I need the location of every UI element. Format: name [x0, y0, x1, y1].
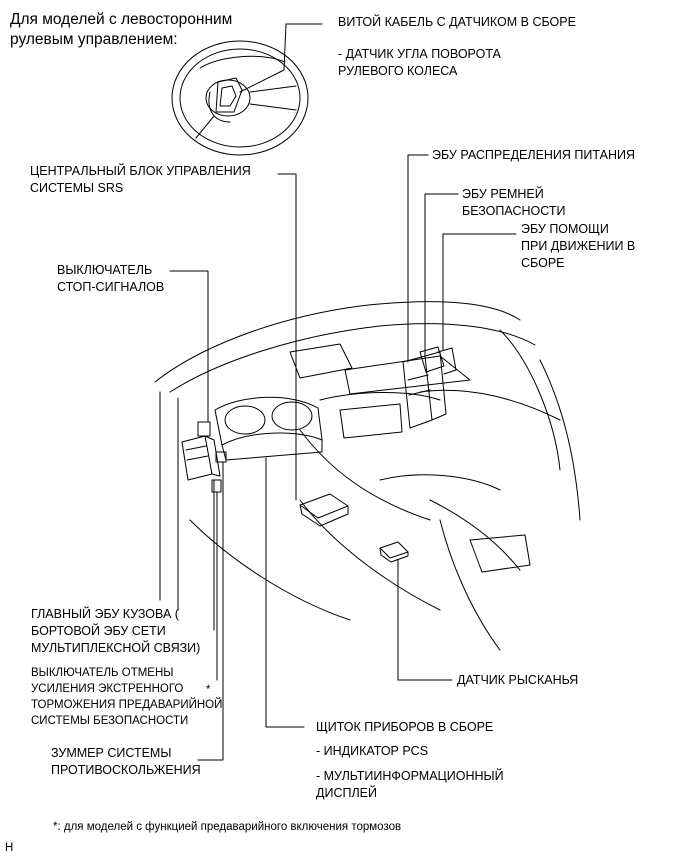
header-line-2: рулевым управлением: [10, 31, 178, 48]
label-multi-information-display: - МУЛЬТИИНФОРМАЦИОННЫЙ ДИСПЛЕЙ [316, 768, 504, 802]
label-spiral-cable: ВИТОЙ КАБЕЛЬ С ДАТЧИКОМ В СБОРЕ [338, 14, 576, 31]
label-srs-center-unit: ЦЕНТРАЛЬНЫЙ БЛОК УПРАВЛЕНИЯ СИСТЕМЫ SRS [30, 163, 251, 197]
label-yaw-sensor: ДАТЧИК РЫСКАНЬЯ [457, 672, 578, 689]
label-steering-angle-sensor: - ДАТЧИК УГЛА ПОВОРОТА РУЛЕВОГО КОЛЕСА [338, 46, 501, 80]
label-combination-meter: ЩИТОК ПРИБОРОВ В СБОРЕ [316, 719, 493, 736]
brake-cancel-switch-asterisk: * [206, 684, 211, 696]
seatbelt-ecu-line-1: ЭБУ РЕМНЕЙ [462, 187, 544, 201]
brake-cancel-switch-line-4: СИСТЕМЫ БЕЗОПАСНОСТИ [31, 715, 189, 727]
main-body-ecu-drawing [181, 435, 221, 481]
stop-light-switch-line-1: ВЫКЛЮЧАТЕЛЬ [57, 263, 153, 277]
brake-cancel-switch-line-2: УСИЛЕНИЯ ЭКСТРЕННОГО [31, 683, 184, 695]
label-skid-control-buzzer: ЗУММЕР СИСТЕМЫ ПРОТИВОСКОЛЬЖЕНИЯ [51, 745, 201, 779]
skid-buzzer-line-1: ЗУММЕР СИСТЕМЫ [51, 746, 172, 760]
label-seatbelt-ecu: ЭБУ РЕМНЕЙ БЕЗОПАСНОСТИ [462, 186, 565, 220]
footnote: *: для моделей с функцией предаварийного… [53, 821, 402, 833]
steering-angle-sensor-line-1: - ДАТЧИК УГЛА ПОВОРОТА [338, 47, 501, 61]
multi-info-display-line-2: ДИСПЛЕЙ [316, 786, 377, 800]
seatbelt-ecu-line-2: БЕЗОПАСНОСТИ [462, 204, 566, 218]
combination-meter-title: ЩИТОК ПРИБОРОВ В СБОРЕ [316, 720, 494, 734]
spiral-cable-title: ВИТОЙ КАБЕЛЬ С ДАТЧИКОМ В СБОРЕ [338, 15, 576, 29]
skid-buzzer-drawing [215, 451, 227, 463]
power-distribution-ecu-text: ЭБУ РАСПРЕДЕЛЕНИЯ ПИТАНИЯ [432, 148, 635, 162]
label-pcs-indicator: - ИНДИКАТОР PCS [316, 743, 428, 760]
srs-center-line-2: СИСТЕМЫ SRS [30, 181, 124, 195]
yaw-sensor-drawing [379, 541, 409, 563]
leader-lines [169, 23, 517, 761]
yaw-sensor-text: ДАТЧИК РЫСКАНЬЯ [457, 673, 579, 687]
driving-assist-ecu-line-1: ЭБУ ПОМОЩИ [521, 222, 609, 236]
combination-meter-drawing [214, 396, 323, 461]
brake-cancel-switch-line-1: ВЫКЛЮЧАТЕЛЬ ОТМЕНЫ [31, 667, 174, 679]
steering-angle-sensor-line-2: РУЛЕВОГО КОЛЕСА [338, 64, 458, 78]
stop-light-switch-drawing [197, 421, 211, 437]
srs-center-line-1: ЦЕНТРАЛЬНЫЙ БЛОК УПРАВЛЕНИЯ [30, 164, 251, 178]
label-main-body-ecu: ГЛАВНЫЙ ЭБУ КУЗОВА ( БОРТОВОЙ ЭБУ СЕТИ М… [31, 606, 200, 657]
main-body-ecu-line-2: БОРТОВОЙ ЭБУ СЕТИ [31, 624, 166, 638]
pcs-indicator-text: - ИНДИКАТОР PCS [316, 744, 429, 758]
ecu-stack-drawing [402, 346, 457, 429]
header-note: Для моделей с левосторонним рулевым упра… [10, 10, 232, 50]
driving-assist-ecu-line-3: СБОРЕ [521, 256, 565, 270]
main-body-ecu-line-3: МУЛЬТИПЛЕКСНОЙ СВЯЗИ) [31, 641, 201, 655]
driving-assist-ecu-line-2: ПРИ ДВИЖЕНИИ В [521, 239, 636, 253]
label-driving-assist-ecu: ЭБУ ПОМОЩИ ПРИ ДВИЖЕНИИ В СБОРЕ [521, 221, 635, 272]
stop-light-switch-line-2: СТОП-СИГНАЛОВ [57, 280, 165, 294]
corner-mark: H [5, 842, 14, 854]
header-line-1: Для моделей с левосторонним [10, 11, 233, 28]
dashboard-drawing [154, 301, 581, 651]
label-brake-cancel-switch: ВЫКЛЮЧАТЕЛЬ ОТМЕНЫ УСИЛЕНИЯ ЭКСТРЕННОГО … [31, 665, 222, 729]
steering-wheel-drawing [171, 40, 309, 156]
label-stop-light-switch: ВЫКЛЮЧАТЕЛЬ СТОП-СИГНАЛОВ [57, 262, 164, 296]
multi-info-display-line-1: - МУЛЬТИИНФОРМАЦИОННЫЙ [316, 769, 504, 783]
main-body-ecu-line-1: ГЛАВНЫЙ ЭБУ КУЗОВА ( [31, 607, 179, 621]
brake-cancel-switch-drawing [211, 479, 222, 493]
label-power-distribution-ecu: ЭБУ РАСПРЕДЕЛЕНИЯ ПИТАНИЯ [432, 147, 635, 164]
skid-buzzer-line-2: ПРОТИВОСКОЛЬЖЕНИЯ [51, 763, 201, 777]
brake-cancel-switch-line-3: ТОРМОЖЕНИЯ ПРЕДАВАРИЙНОЙ [31, 699, 223, 711]
srs-center-unit-drawing [299, 493, 349, 527]
